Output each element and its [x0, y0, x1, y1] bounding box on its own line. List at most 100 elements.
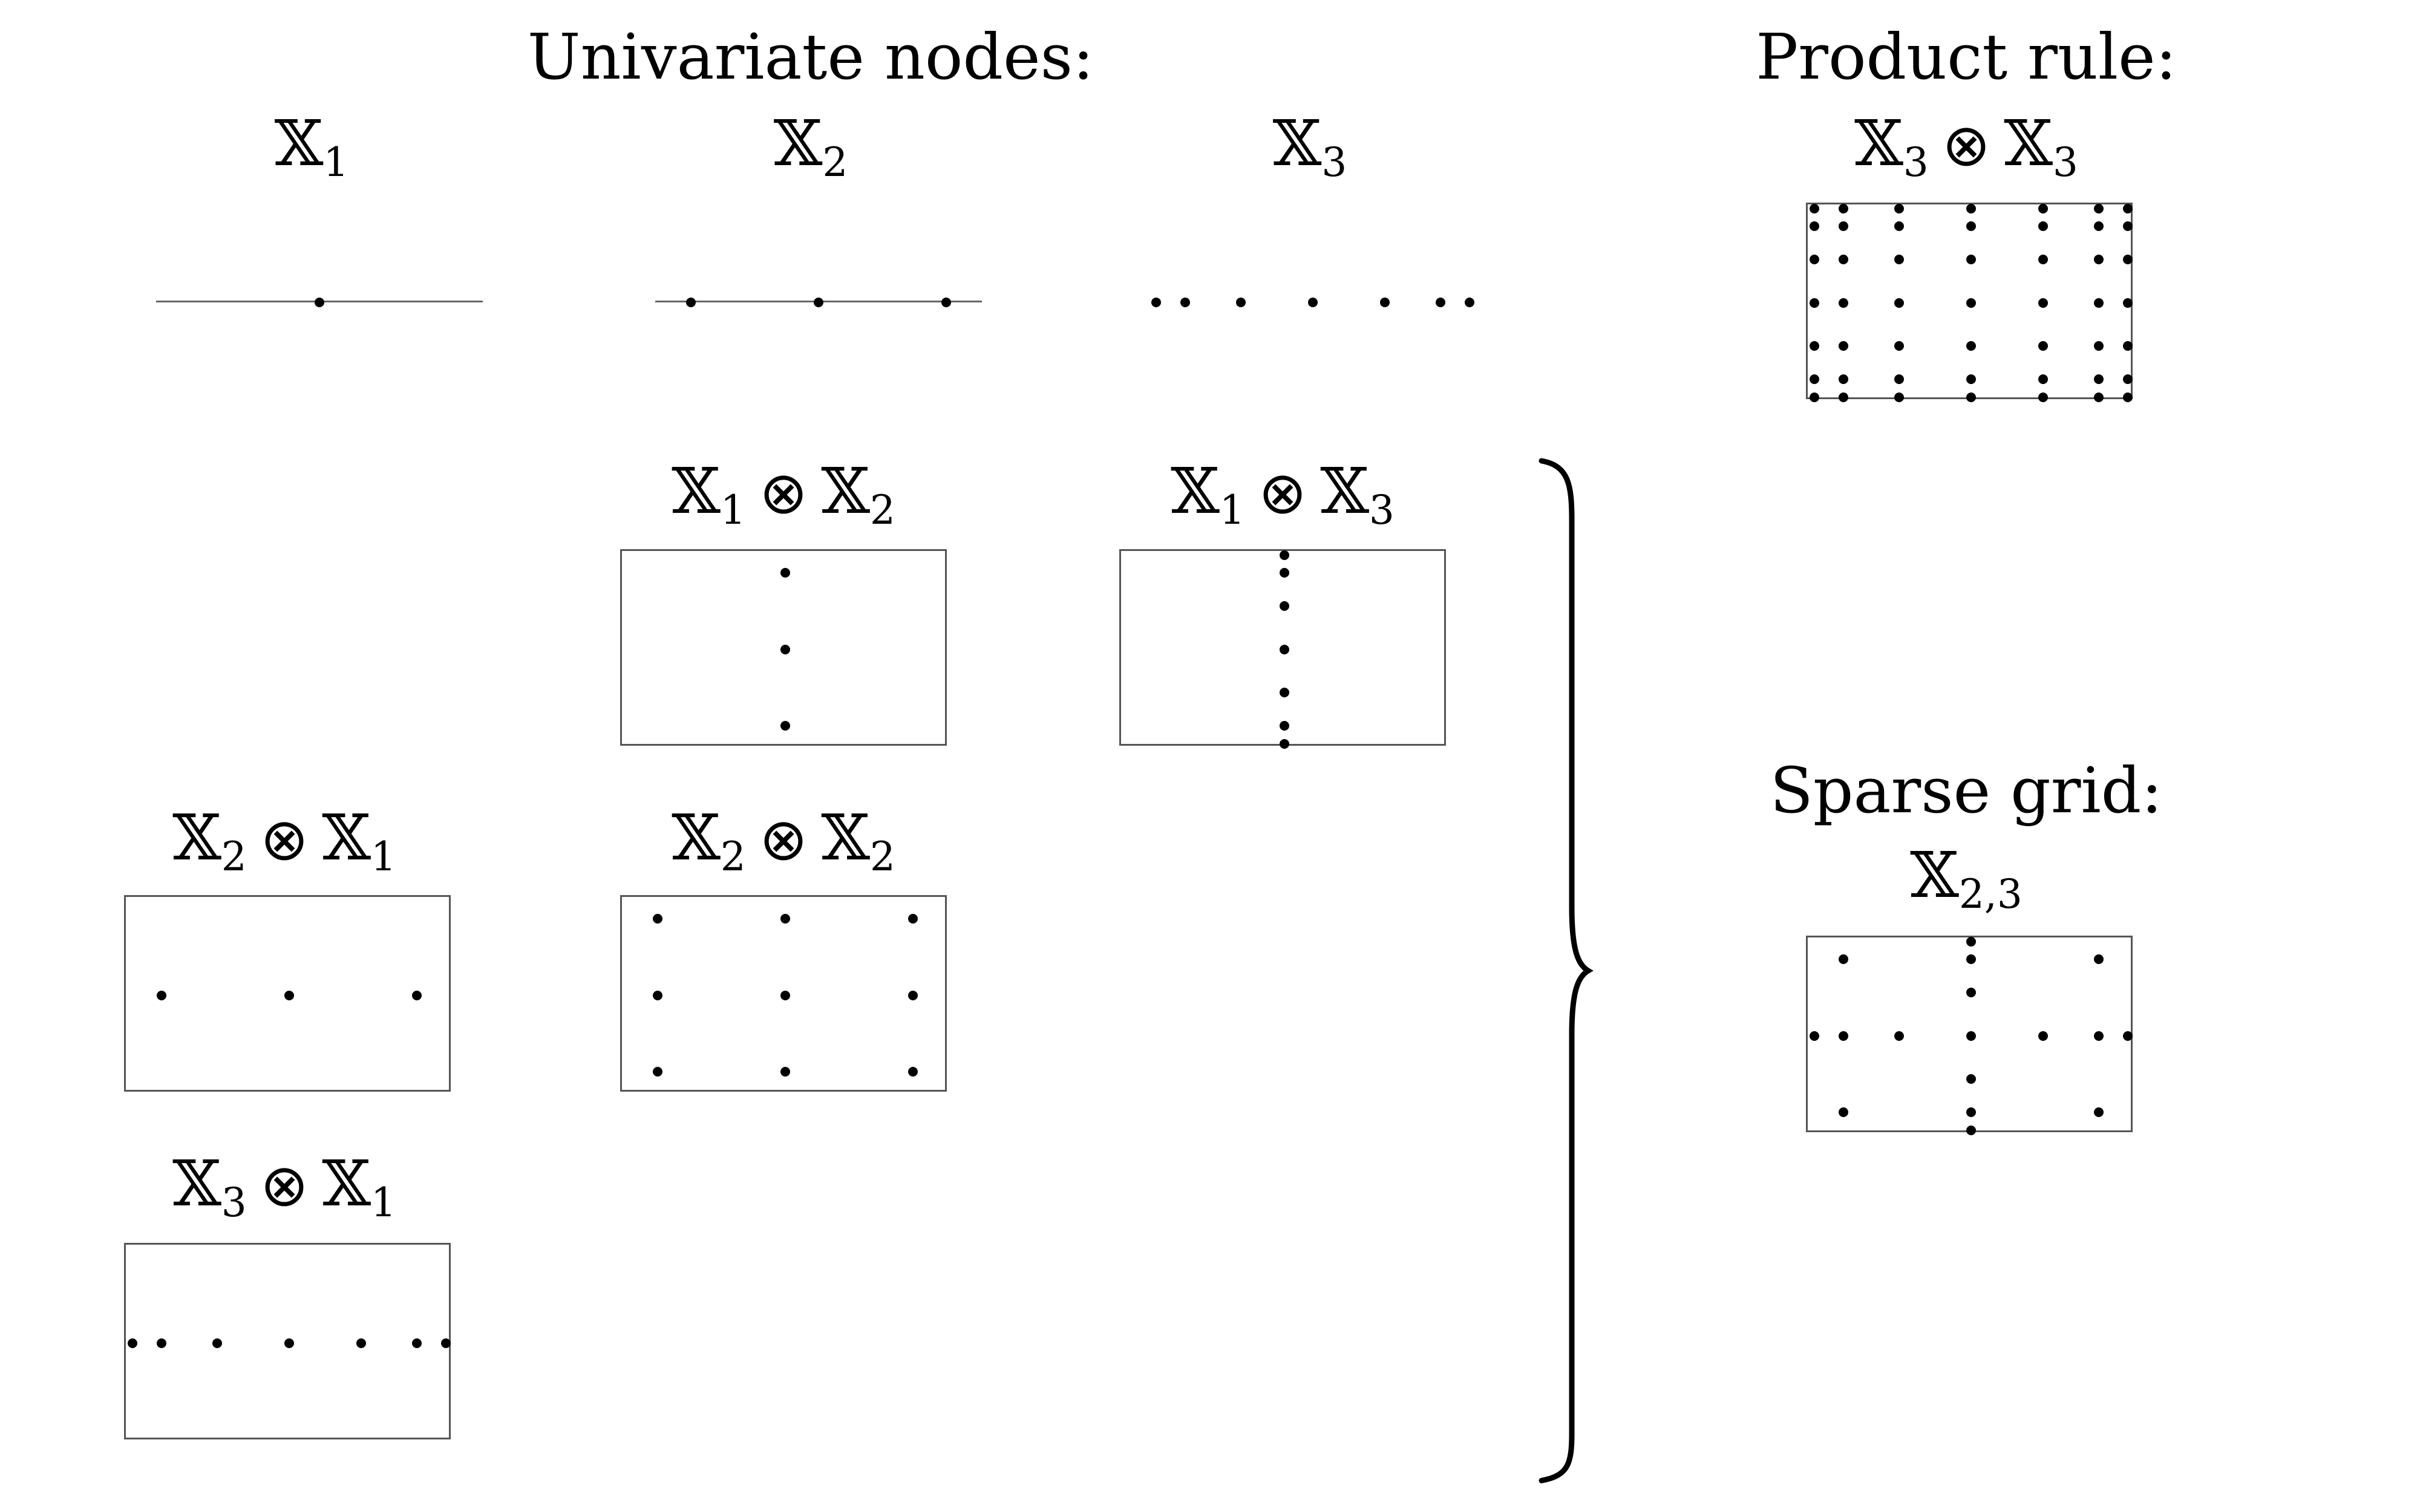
- sparse-grid-heading: Sparse grid:: [1770, 754, 2163, 827]
- grid-node-dot: [1966, 341, 1976, 351]
- univariate-label-3: 𝕏3: [1272, 106, 1347, 186]
- node-dot: [1236, 298, 1246, 307]
- grid-node-dot: [780, 567, 790, 578]
- right-curly-brace: [1539, 458, 1594, 1484]
- tensor-grid-box-x2-x2: [620, 895, 947, 1092]
- sparse-node-dot: [2123, 1031, 2133, 1041]
- sparse-node-dot: [1839, 1107, 1849, 1118]
- tensor-grid-box-x1-x2: [620, 549, 947, 746]
- univariate-axis-1: [156, 298, 483, 307]
- grid-node-dot: [1809, 255, 1819, 264]
- grid-node-dot: [1280, 601, 1289, 611]
- node-dot: [1308, 298, 1318, 307]
- sparse-node-dot: [1966, 954, 1976, 964]
- grid-node-dot: [2123, 374, 2133, 385]
- grid-node-dot: [441, 1338, 451, 1348]
- sparse-node-dot: [1966, 936, 1976, 947]
- grid-node-dot: [1894, 221, 1905, 231]
- grid-node-dot: [1966, 255, 1976, 264]
- tensor-grid-box-x3-x1: [124, 1243, 451, 1439]
- sparse-grid-label: 𝕏2,3: [1910, 838, 2023, 917]
- grid-node-dot: [1894, 255, 1905, 264]
- grid-node-dot: [653, 1067, 663, 1077]
- product-rule-heading: Product rule:: [1756, 20, 2177, 94]
- sparse-node-dot: [1809, 1031, 1819, 1041]
- grid-node-dot: [2123, 341, 2133, 351]
- product-rule-grid-box: [1806, 203, 2133, 402]
- grid-node-dot: [2038, 298, 2048, 308]
- grid-node-dot: [780, 1067, 790, 1077]
- grid-node-dot: [1966, 298, 1976, 308]
- sparse-node-dot: [2038, 1031, 2048, 1041]
- node-dot: [1379, 298, 1390, 307]
- grid-node-dot: [1809, 374, 1819, 385]
- grid-node-dot: [2038, 374, 2048, 385]
- grid-node-dot: [1966, 221, 1976, 231]
- sparse-node-dot: [1839, 1031, 1849, 1041]
- grid-node-dot: [780, 644, 790, 654]
- grid-node-dot: [1894, 203, 1905, 213]
- sparse-grid-box: [1806, 936, 2133, 1135]
- grid-node-dot: [212, 1338, 223, 1348]
- grid-node-dot: [1280, 567, 1289, 578]
- grid-node-dot: [1839, 374, 1849, 385]
- grid-node-dot: [1809, 221, 1819, 231]
- grid-node-dot: [780, 721, 790, 731]
- grid-node-dot: [653, 990, 663, 1000]
- grid-node-dot: [1894, 392, 1905, 402]
- grid-node-dot: [356, 1338, 366, 1348]
- grid-node-dot: [1966, 203, 1976, 213]
- grid-node-dot: [2093, 392, 2104, 402]
- grid-node-dot: [1809, 392, 1819, 402]
- grid-node-dot: [1839, 392, 1849, 402]
- grid-node-dot: [157, 990, 167, 1000]
- tensor-label-x1-x3: 𝕏1⊗𝕏3: [1171, 454, 1395, 533]
- grid-node-dot: [653, 913, 663, 924]
- node-dot: [814, 298, 823, 307]
- grid-node-dot: [2123, 298, 2133, 308]
- grid-node-dot: [1839, 255, 1849, 264]
- grid-node-dot: [2093, 298, 2104, 308]
- grid-node-dot: [2123, 221, 2133, 231]
- grid-node-dot: [2038, 392, 2048, 402]
- grid-node-dot: [284, 990, 294, 1000]
- product-rule-label: 𝕏3⊗𝕏3: [1854, 106, 2078, 186]
- grid-node-dot: [908, 1067, 918, 1077]
- grid-node-dot: [411, 1338, 422, 1348]
- node-dot: [315, 298, 324, 307]
- grid-node-dot: [2038, 255, 2048, 264]
- grid-node-dot: [1839, 203, 1849, 213]
- sparse-node-dot: [2093, 954, 2104, 964]
- grid-node-dot: [2123, 392, 2133, 402]
- node-dot: [1465, 298, 1475, 307]
- grid-node-dot: [411, 990, 422, 1000]
- univariate-label-1: 𝕏1: [274, 106, 349, 186]
- grid-node-dot: [2038, 203, 2048, 213]
- tensor-grid-box-x2-x1: [124, 895, 451, 1092]
- grid-node-dot: [1839, 341, 1849, 351]
- sparse-node-dot: [1966, 988, 1976, 997]
- tensor-label-x2-x2: 𝕏2⊗𝕏2: [672, 801, 895, 880]
- tensor-label-x1-x2: 𝕏1⊗𝕏2: [672, 454, 895, 533]
- univariate-axis-2: [655, 298, 982, 307]
- sparse-node-dot: [1894, 1031, 1905, 1041]
- sparse-node-dot: [1966, 1031, 1976, 1041]
- grid-node-dot: [1280, 688, 1289, 697]
- univariate-label-2: 𝕏2: [773, 106, 848, 186]
- grid-node-dot: [2123, 203, 2133, 213]
- grid-node-dot: [1894, 298, 1905, 308]
- node-dot: [686, 298, 696, 307]
- node-dot: [941, 298, 951, 307]
- grid-node-dot: [1966, 392, 1976, 402]
- tensor-label-x3-x1: 𝕏3⊗𝕏1: [172, 1147, 396, 1226]
- grid-node-dot: [908, 990, 918, 1000]
- grid-node-dot: [1809, 298, 1819, 308]
- sparse-node-dot: [1966, 1107, 1976, 1118]
- grid-node-dot: [1809, 341, 1819, 351]
- grid-node-dot: [1280, 738, 1289, 749]
- grid-node-dot: [1280, 644, 1289, 654]
- tensor-label-x2-x1: 𝕏2⊗𝕏1: [172, 801, 396, 880]
- grid-node-dot: [284, 1338, 294, 1348]
- sparse-node-dot: [1966, 1125, 1976, 1135]
